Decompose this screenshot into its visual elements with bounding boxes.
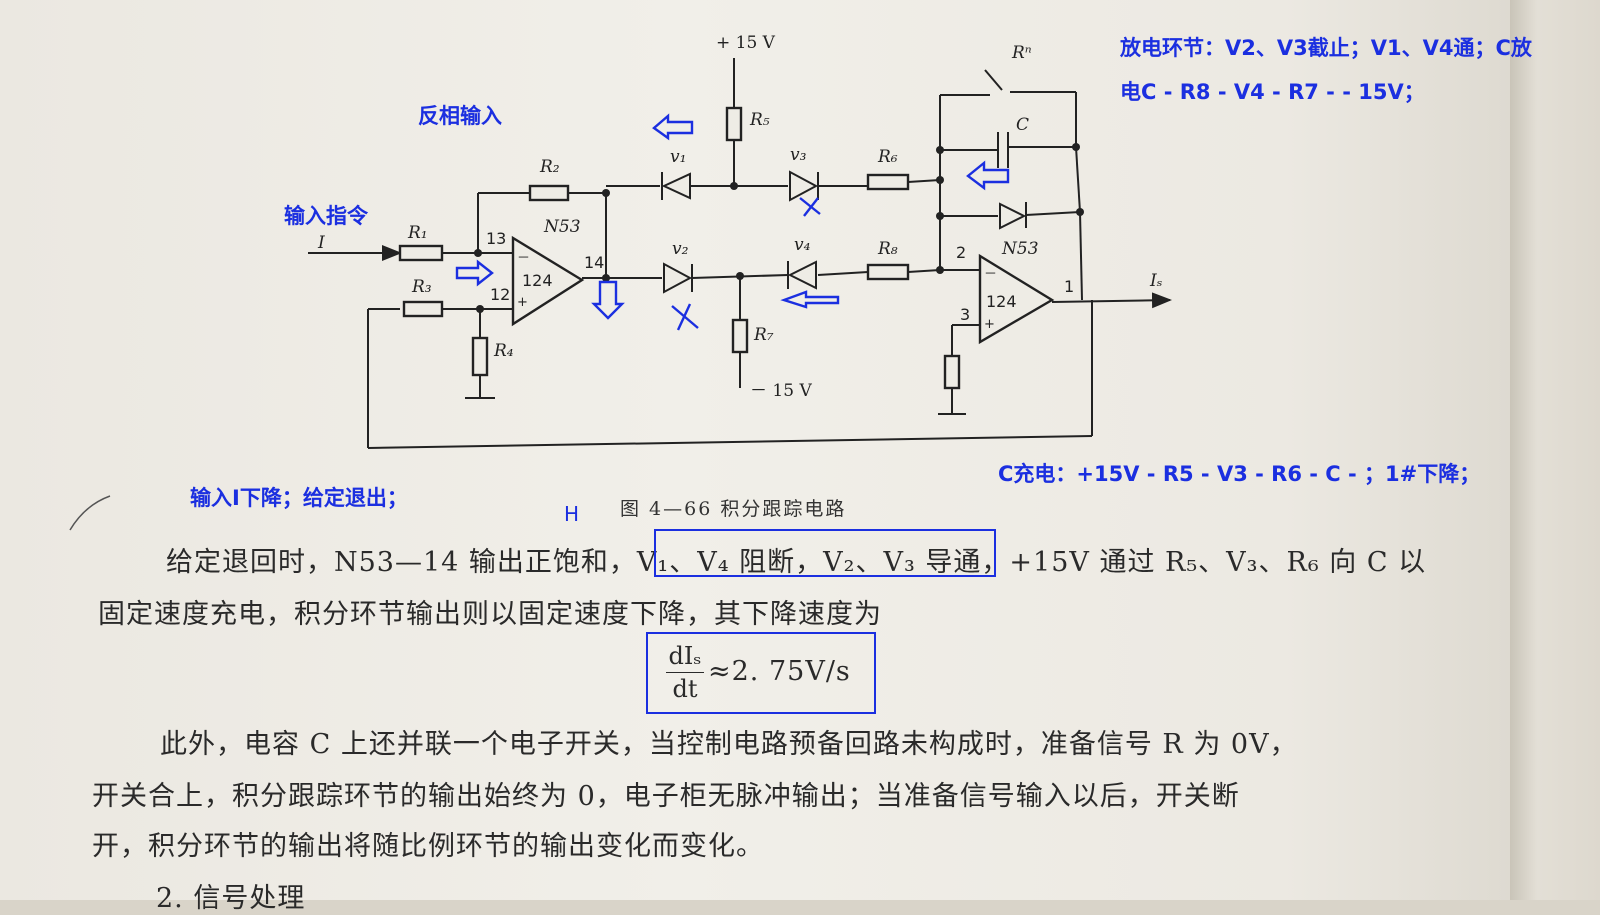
diode-v2 — [663, 262, 693, 294]
label-v2: v₂ — [672, 239, 689, 259]
resistor-r1 — [398, 244, 444, 262]
label-v4: v₄ — [794, 235, 811, 255]
label-input-i: I — [317, 233, 325, 253]
label-r2: R₂ — [539, 157, 560, 177]
resistor-r5 — [725, 106, 743, 142]
annotation-input-command: 输入指令 — [284, 204, 368, 228]
resistor-r3 — [402, 300, 444, 318]
para1-prefix: 给定退回时，N53—14 输出正饱和， — [166, 547, 637, 578]
para2-line2: 开关合上，积分跟踪环节的输出始终为 0，电子柜无脉冲输出；当准备信号输入以后，开… — [92, 781, 1240, 812]
annotation-inverting-input: 反相输入 — [418, 104, 502, 128]
label-r1: R₁ — [407, 223, 428, 243]
label-c: C — [1016, 115, 1029, 135]
label-r4: R₄ — [493, 341, 514, 361]
resistor-r2 — [528, 184, 570, 202]
textbook-page — [0, 0, 1510, 900]
opamp1-minus: － — [517, 251, 530, 266]
resistor-r8 — [866, 263, 910, 281]
label-r3: R₃ — [411, 277, 432, 297]
label-r5: R₅ — [749, 110, 770, 130]
pin-13: 13 — [486, 229, 506, 248]
arrow-left-icon — [780, 290, 840, 309]
para2-line1: 此外，电容 C 上还并联一个电子开关，当控制电路预备回路未构成时，准备信号 R … — [160, 729, 1298, 760]
label-v1: v₁ — [670, 147, 686, 167]
label-rn: Rⁿ — [1011, 43, 1032, 63]
label-output-is: Iₛ — [1149, 271, 1163, 291]
label-opamp1: N53 — [543, 217, 581, 237]
arrow-left-icon — [966, 160, 1010, 191]
resistor-r7 — [731, 318, 749, 354]
opamp-n53-1 — [511, 235, 585, 327]
label-v3: v₃ — [790, 145, 807, 165]
diode-feedback — [999, 202, 1027, 230]
label-r6: R₆ — [877, 147, 898, 167]
formula-fraction: dIₛ dt — [666, 642, 704, 703]
opamp-n53-2 — [978, 253, 1055, 345]
para1-line2: 固定速度充电，积分环节输出则以固定速度下降，其下降速度为 — [98, 599, 882, 630]
para2-line3: 开，积分环节的输出将随比例环节的输出变化而变化。 — [92, 831, 764, 862]
annotation-charge: C充电：+15V - R5 - V3 - R6 - C - ；1#下降； — [998, 462, 1481, 486]
opamp2-plus: + — [984, 317, 995, 332]
arrow-left-icon — [652, 113, 694, 141]
annotation-input-decrease: 输入I下降；给定退出； — [190, 486, 408, 510]
opamp2-minus: － — [984, 267, 997, 282]
para2-line4: 2. 信号处理 — [156, 883, 306, 914]
resistor-r6 — [866, 173, 910, 191]
para1-boxed: V₁、V₄ 阻断，V₂、V₃ 导通， — [636, 547, 1010, 578]
formula-value: ≈2. 75V/s — [708, 656, 851, 687]
opamp2-number: 124 — [986, 292, 1017, 311]
resistor-ground — [943, 354, 961, 390]
pin-1: 1 — [1064, 277, 1074, 296]
cross-v3-icon — [799, 197, 821, 217]
pin-12: 12 — [490, 285, 510, 304]
annotation-discharge-2: 电C - R8 - V4 - R7 - - 15V； — [1120, 80, 1425, 104]
figure-caption: 图 4—66 积分跟踪电路 — [620, 498, 847, 520]
opamp1-plus: + — [517, 295, 528, 310]
opamp1-number: 124 — [522, 271, 553, 290]
formula-numerator: dIₛ — [666, 642, 704, 673]
pencil-mark — [69, 495, 111, 531]
annotation-discharge-1: 放电环节：V2、V3截止；V1、V4通；C放 — [1120, 36, 1532, 60]
pin-2: 2 — [956, 243, 966, 262]
label-r7: R₇ — [753, 325, 774, 345]
arrow-down-icon — [591, 280, 625, 320]
label-vplus: + 15 V — [716, 33, 776, 53]
cross-v2-icon — [671, 303, 699, 331]
para1-line1: 给定退回时，N53—14 输出正饱和，V₁、V₄ 阻断，V₂、V₃ 导通，+15… — [166, 540, 1426, 579]
arrow-right-icon — [455, 259, 494, 287]
label-vminus: － 15 V — [750, 381, 812, 401]
diode-v1 — [661, 172, 691, 200]
resistor-r4 — [471, 336, 489, 377]
highlight-box — [654, 529, 996, 577]
annotation-h: H — [564, 502, 580, 526]
label-r8: R₈ — [877, 239, 898, 259]
label-opamp2: N53 — [1001, 239, 1039, 259]
pin-14: 14 — [584, 253, 604, 272]
pin-3: 3 — [960, 305, 970, 324]
diode-v3 — [789, 170, 819, 202]
formula-box: dIₛ dt ≈2. 75V/s — [646, 632, 876, 714]
formula-denominator: dt — [672, 675, 698, 703]
diode-v4 — [787, 260, 817, 290]
para1-suffix: +15V 通过 R₅、V₃、R₆ 向 C 以 — [1009, 547, 1427, 578]
next-page-edge: 检测 — [1510, 0, 1600, 900]
